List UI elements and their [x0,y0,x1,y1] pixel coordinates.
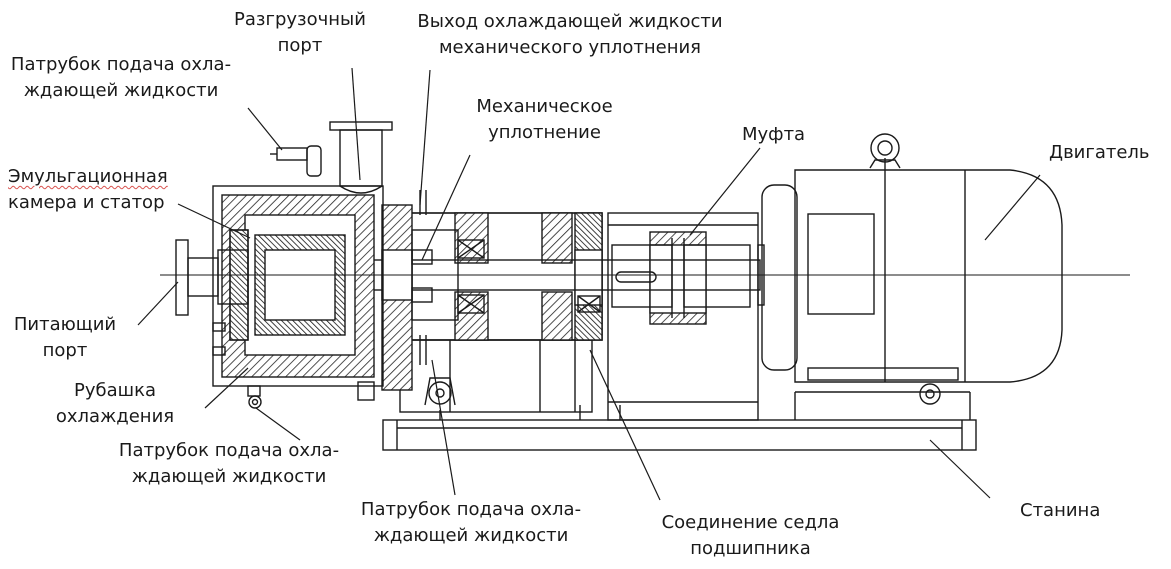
coupling [611,231,751,325]
label-coolant-inlet-middle: Патрубок подача охла- ждающей жидкости [350,497,592,549]
label-line: Эмульгационная [8,166,168,187]
coupling-housing [607,212,759,421]
base-frame [382,391,977,451]
label-line: Патрубок подача охла- [118,440,340,461]
label-cooling-jacket: Рубашка охлаждения [50,378,180,430]
leader-lines [137,67,1041,501]
label-line: ждающей жидкости [373,525,569,546]
label-line: охлаждения [55,406,175,427]
label-coolant-inlet-bottom: Патрубок подача охла- ждающей жидкости [108,438,350,490]
feed-port [175,239,249,316]
label-line: ждающей жидкости [23,80,219,101]
label-line: Патрубок подача охла- [360,499,582,520]
bearing-housing [399,212,603,341]
label-line: порт [42,340,88,361]
label-line: Питающий [13,314,117,335]
label-line: камера и статор [8,192,165,213]
label-motor: Двигатель [1049,142,1150,163]
label-emulsification-chamber: Эмульгационная камера и статор [8,164,168,216]
label-base-frame: Станина [1020,500,1101,521]
label-feed-port: Питающий порт [5,312,125,364]
label-coupling: Муфта [742,124,806,145]
discharge-port [329,121,393,401]
label-line: Рубашка [73,380,156,401]
label-line: уплотнение [488,122,601,143]
label-mechanical-seal: Механическое уплотнение [462,94,627,146]
label-line: Выход охлаждающей жидкости [417,11,723,32]
coolant-inlet-bottom-nozzle [212,322,262,409]
motor-body [757,133,1063,405]
label-line: порт [277,35,323,56]
label-line: Соединение седла [661,512,840,533]
label-line: Патрубок подача охла- [10,54,232,75]
label-line: подшипника [690,538,811,559]
label-bearing-seat-joint: Соединение седла подшипника [648,510,853,562]
label-line: механического уплотнения [438,37,702,58]
coolant-inlet-top-nozzle [270,145,322,177]
label-line: ждающей жидкости [131,466,327,487]
label-discharge-port: Разгрузочный порт [225,7,375,59]
label-seal-coolant-outlet: Выход охлаждающей жидкости механического… [405,9,735,61]
label-line: Механическое [476,96,613,117]
bearing-pedestal [399,339,593,413]
label-line: Разгрузочный [234,9,366,30]
pump-casing [212,185,384,387]
label-coolant-inlet-top: Патрубок подача охла- ждающей жидкости [0,52,242,104]
